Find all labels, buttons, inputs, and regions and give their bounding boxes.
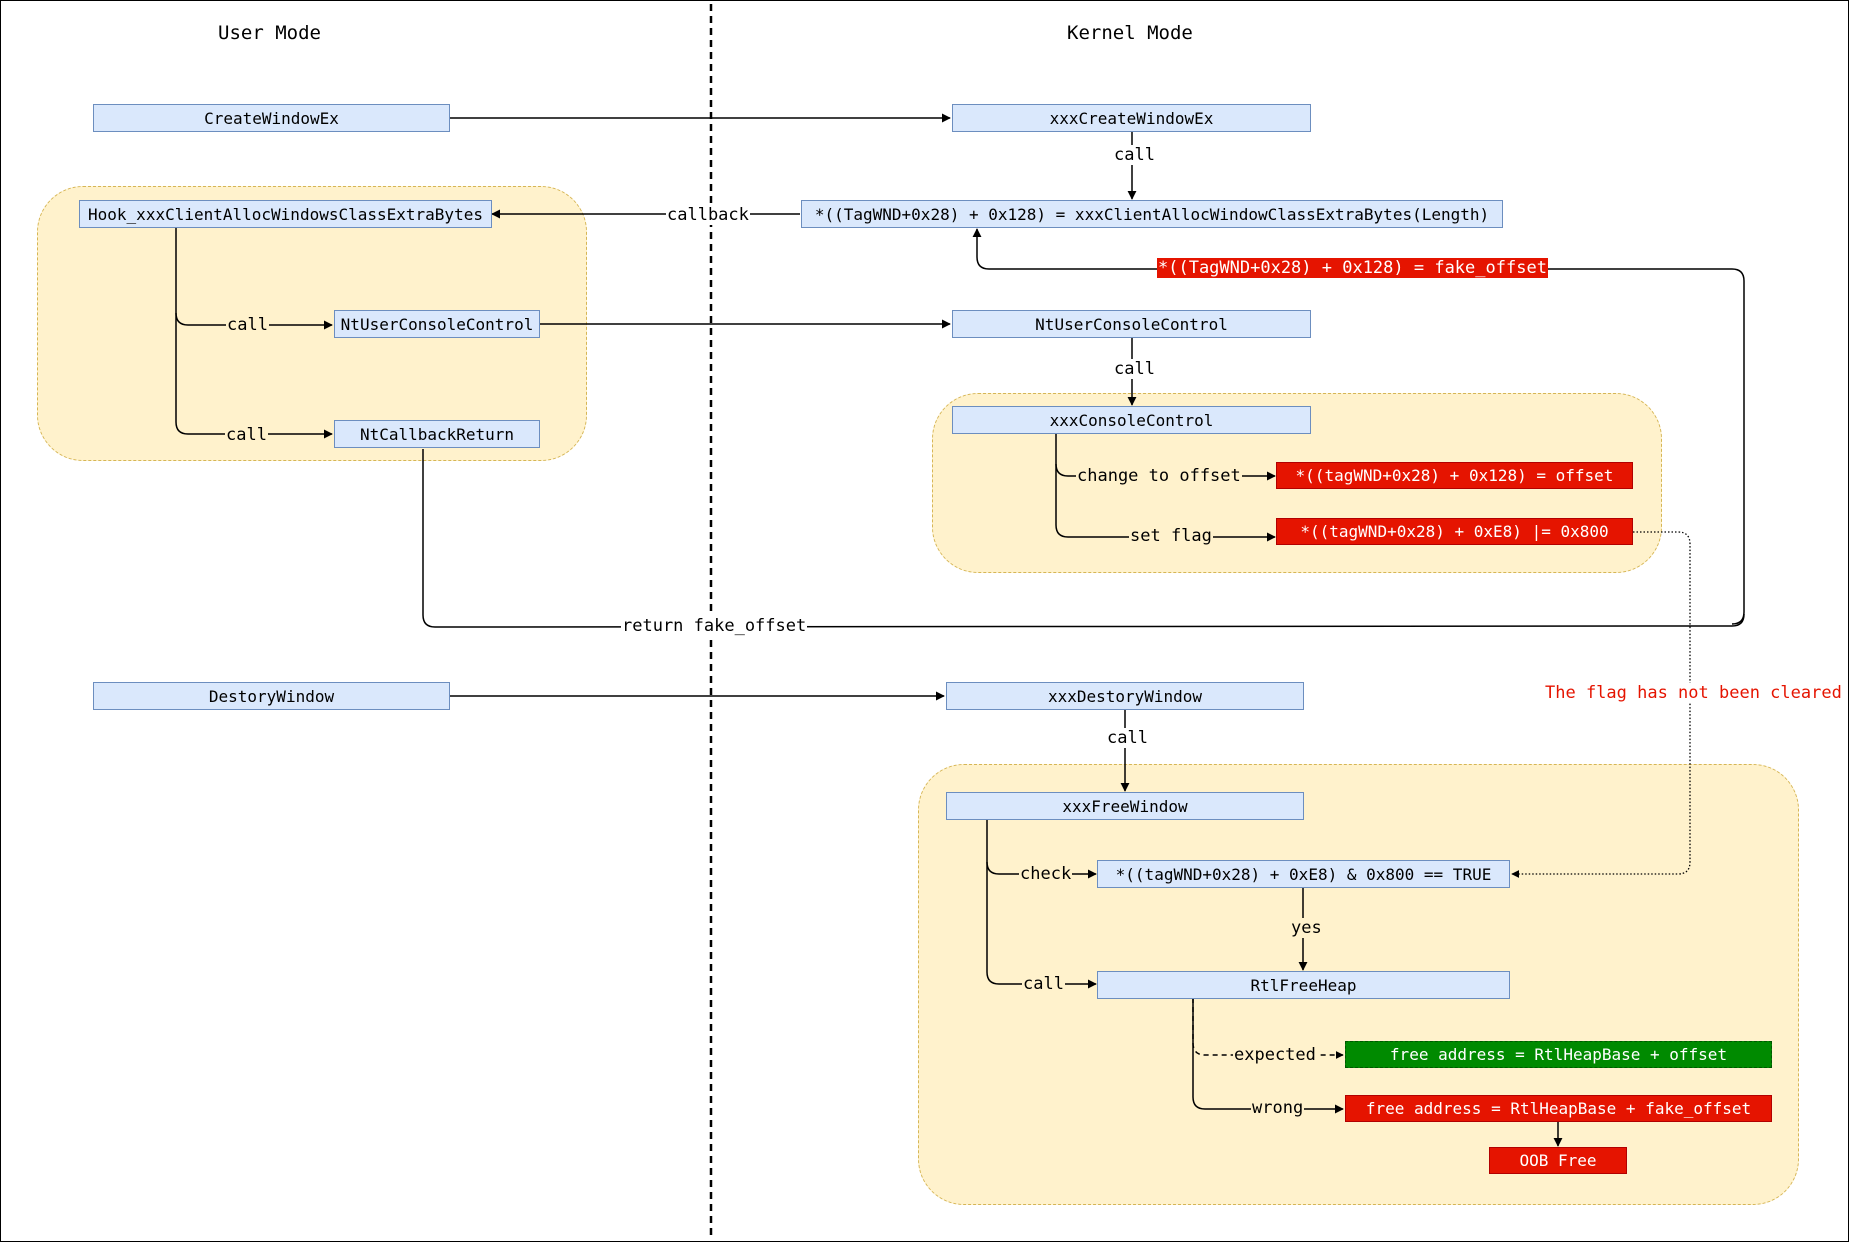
- set-flag-node: *((tagWND+0x28) + 0xE8) |= 0x800: [1276, 518, 1633, 545]
- set-offset-node: *((tagWND+0x28) + 0x128) = offset: [1276, 462, 1633, 489]
- label-call-free-window: call: [1106, 728, 1149, 748]
- oob-free-node: OOB Free: [1489, 1147, 1627, 1174]
- create-window-ex-node: CreateWindowEx: [93, 104, 450, 132]
- label-wrong: wrong: [1251, 1098, 1305, 1118]
- label-hook-call-console: call: [226, 315, 269, 335]
- edge-set-flag: [1055, 464, 1276, 542]
- hook-alloc-extra-bytes-node: Hook_xxxClientAllocWindowsClassExtraByte…: [79, 200, 492, 228]
- user-nt-user-console-control-node: NtUserConsoleControl: [334, 310, 540, 338]
- label-check: check: [1019, 864, 1073, 884]
- check-flag-node: *((tagWND+0x28) + 0xE8) & 0x800 == TRUE: [1097, 860, 1510, 888]
- destroy-window-node: DestoryWindow: [93, 682, 450, 710]
- flag-not-cleared-note: The flag has not been cleared: [1545, 683, 1842, 703]
- label-yes: yes: [1290, 918, 1323, 938]
- label-return-fake-offset: return fake_offset: [621, 616, 808, 636]
- edge-return-fake-offset: [422, 449, 1745, 628]
- xxx-create-window-ex-node: xxxCreateWindowEx: [952, 104, 1311, 132]
- xxx-free-window-node: xxxFreeWindow: [946, 792, 1304, 820]
- label-change-to-offset: change to offset: [1076, 466, 1242, 486]
- alloc-extra-bytes-node: *((TagWND+0x28) + 0x128) = xxxClientAllo…: [801, 200, 1503, 228]
- edge-expected: [1192, 998, 1344, 1059]
- label-hook-call-return: call: [225, 425, 268, 445]
- edge-hook-call-return: [175, 313, 333, 439]
- kernel-nt-user-console-control-node: NtUserConsoleControl: [952, 310, 1311, 338]
- edge-wrong: [1192, 998, 1344, 1114]
- label-set-flag: set flag: [1129, 526, 1213, 546]
- edge-flag-not-cleared: [1511, 531, 1691, 878]
- label-call-alloc: call: [1113, 145, 1156, 165]
- edge-call-rtl: [986, 862, 1097, 989]
- kernel-mode-header: Kernel Mode: [1067, 22, 1193, 44]
- xxx-console-control-node: xxxConsoleControl: [952, 406, 1311, 434]
- edge-fake-offset-write: [972, 228, 1745, 625]
- label-callback: callback: [666, 205, 750, 225]
- label-fake-offset-write: *((TagWND+0x28) + 0x128) = fake_offset: [1157, 258, 1548, 278]
- label-call-console: call: [1113, 359, 1156, 379]
- wrong-free-node: free address = RtlHeapBase + fake_offset: [1345, 1095, 1772, 1122]
- nt-callback-return-node: NtCallbackReturn: [334, 420, 540, 448]
- label-expected: expected: [1233, 1045, 1317, 1065]
- edge-hook-call-console: [175, 228, 333, 330]
- xxx-destroy-window-node: xxxDestoryWindow: [946, 682, 1304, 710]
- expected-free-node: free address = RtlHeapBase + offset: [1345, 1041, 1772, 1068]
- rtl-free-heap-node: RtlFreeHeap: [1097, 971, 1510, 999]
- label-call-rtl: call: [1022, 974, 1065, 994]
- user-mode-header: User Mode: [218, 22, 321, 44]
